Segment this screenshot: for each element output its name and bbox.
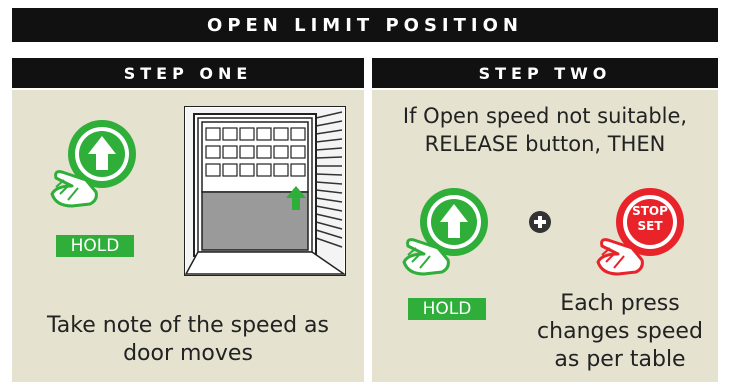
garage-door-icon: [184, 106, 346, 276]
pointing-hand-icon: [596, 238, 644, 276]
open-button-icon: [402, 188, 488, 276]
title-bar: OPEN LIMIT POSITION: [12, 8, 718, 42]
hold-badge: HOLD: [56, 235, 134, 257]
page-title: OPEN LIMIT POSITION: [207, 14, 523, 36]
pointing-hand-icon: [50, 170, 98, 208]
step-two-header: STEP TWO: [372, 58, 718, 88]
plus-icon: [529, 211, 551, 233]
pointing-hand-icon: [402, 238, 450, 276]
step-two-instruction: If Open speed not suitable, RELEASE butt…: [402, 104, 688, 156]
step-one-header: STEP ONE: [12, 58, 364, 88]
stop-set-label: STOP SET: [632, 204, 668, 233]
step-two-panel: If Open speed not suitable, RELEASE butt…: [372, 90, 718, 382]
step-one-panel: HOLD: [12, 90, 364, 382]
step-two-title: STEP TWO: [478, 63, 612, 83]
step-one-title: STEP ONE: [123, 63, 253, 83]
hold-badge: HOLD: [408, 298, 486, 320]
step-two-caption: Each press changes speed as per table: [537, 291, 703, 372]
step-one-caption: Take note of the speed as door moves: [46, 313, 329, 366]
open-button-icon: [50, 120, 136, 208]
stop-set-button-icon: [596, 188, 684, 276]
